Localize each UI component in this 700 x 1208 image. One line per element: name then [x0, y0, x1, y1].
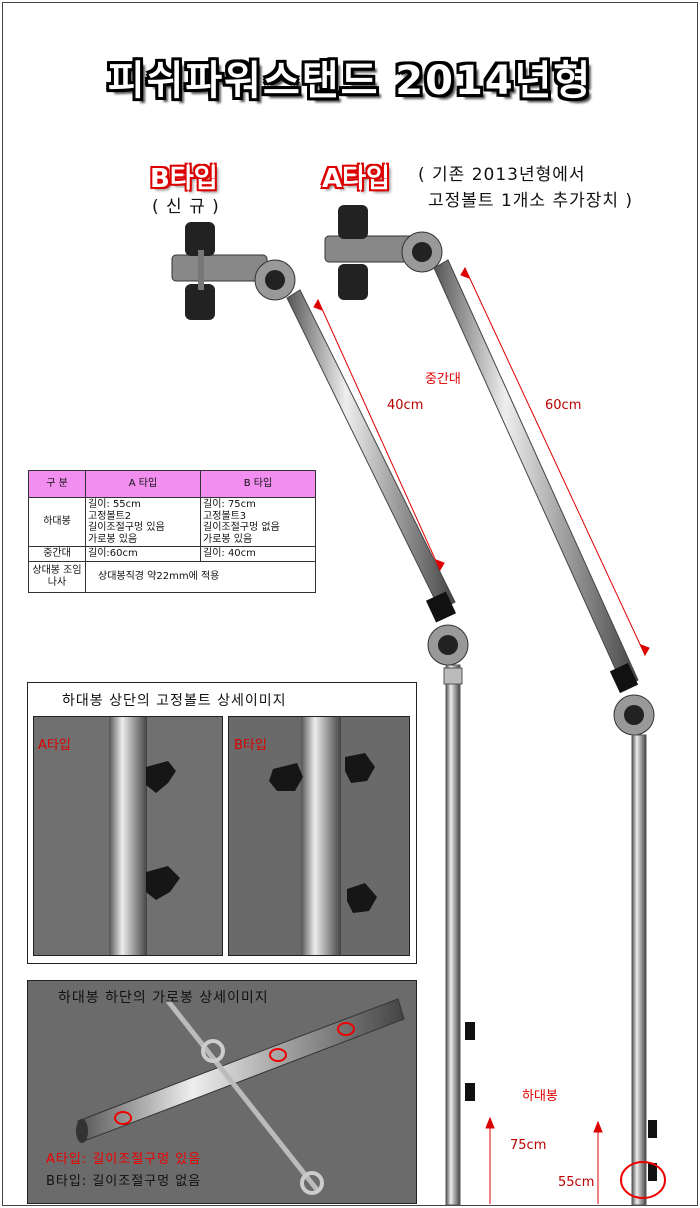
crossbar-detail-heading: 하대봉 하단의 가로봉 상세이미지	[58, 990, 269, 1006]
type-a-label: A타입	[322, 164, 390, 194]
spec-header-category: 구 분	[28, 470, 86, 498]
spec-line: 가로봉 있음	[88, 533, 138, 545]
spec-table: 구 분 A 타입 B 타입 하대봉 길이: 55cm 고정볼트2 길이조절구멍 …	[28, 470, 316, 593]
middle-rod-label: 중간대	[425, 372, 461, 387]
length-60-label: 60cm	[545, 398, 582, 413]
crossbar-a-note: A타입: 길이조절구멍 있음	[46, 1152, 202, 1167]
type-b-stand	[171, 222, 475, 1206]
bolt-detail-b-label: B타입	[234, 738, 267, 753]
lower-rod-label: 하대봉	[522, 1089, 558, 1104]
length-75-label: 75cm	[510, 1138, 547, 1153]
spec-row-name: 중간대	[28, 546, 86, 562]
spec-cell-a: 길이: 55cm 고정볼트2 길이조절구멍 있음 가로봉 있음	[85, 497, 201, 547]
spec-line: 가로봉 있음	[203, 533, 253, 545]
spec-cell-b: 길이: 75cm 고정볼트3 길이조절구멍 없음 가로봉 있음	[200, 497, 316, 547]
crossbar-illustration	[28, 981, 416, 1203]
crossbar-detail-box	[27, 980, 417, 1204]
spec-row-name: 하대봉	[28, 497, 86, 547]
spec-row-screw: 상대봉 조임나사 상대봉직경 약22mm에 적용	[28, 560, 316, 593]
spec-cell-merged: 상대봉직경 약22mm에 적용	[85, 560, 316, 593]
spec-header-b: B 타입	[200, 470, 316, 498]
spec-cell-b: 길이: 40cm	[200, 546, 316, 562]
spec-row-name: 상대봉 조임나사	[28, 560, 86, 593]
spec-line: 고정볼트2	[88, 510, 132, 522]
length-55-label: 55cm	[558, 1175, 595, 1190]
spec-line: 길이: 55cm	[88, 499, 141, 510]
bolt-detail-heading: 하대봉 상단의 고정볼트 상세이미지	[62, 693, 287, 709]
spec-header-a: A 타입	[85, 470, 201, 498]
spec-line: 길이조절구멍 없음	[203, 522, 280, 533]
type-a-note-line1: ( 기존 2013년형에서	[418, 165, 586, 185]
spec-line: 고정볼트3	[203, 510, 247, 522]
spec-line: 길이조절구멍 있음	[88, 522, 165, 533]
spec-cell-a: 길이:60cm	[85, 546, 201, 562]
bolt-detail-a-photo	[33, 716, 223, 956]
length-40-label: 40cm	[387, 398, 424, 413]
crossbar-b-note: B타입: 길이조절구멍 없음	[46, 1174, 202, 1189]
spec-row-lower-rod: 하대봉 길이: 55cm 고정볼트2 길이조절구멍 있음 가로봉 있음 길이: …	[28, 497, 316, 547]
page-title: 피쉬파워스탠드 2014년형	[107, 58, 593, 104]
bolt-a-illustration	[34, 717, 222, 955]
type-a-stand	[324, 205, 666, 1206]
type-a-note-line2: 고정볼트 1개소 추가장치 )	[428, 191, 634, 211]
type-b-label: B타입	[150, 164, 218, 194]
spec-row-middle-rod: 중간대 길이:60cm 길이: 40cm	[28, 546, 316, 562]
bolt-detail-b-photo	[228, 716, 410, 956]
type-b-note: ( 신 규 )	[152, 197, 220, 217]
spec-header-row: 구 분 A 타입 B 타입	[28, 470, 316, 498]
bolt-b-illustration	[229, 717, 409, 955]
spec-line: 길이: 75cm	[203, 499, 256, 510]
bolt-detail-a-label: A타입	[38, 738, 71, 753]
